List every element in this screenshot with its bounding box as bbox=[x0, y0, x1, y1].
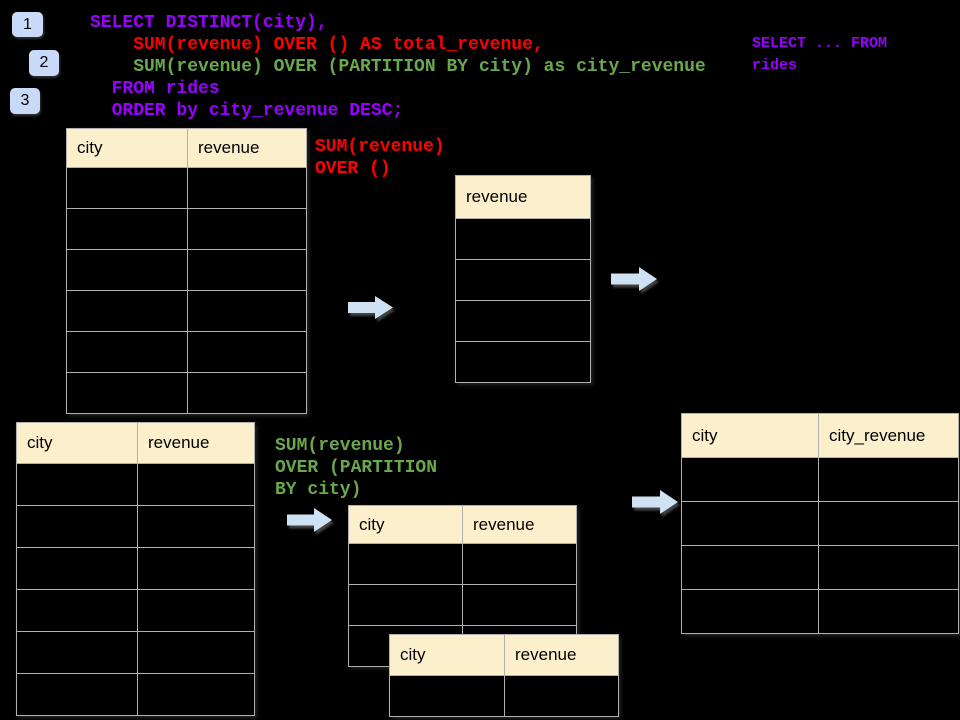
empty-cell bbox=[819, 458, 958, 501]
step-badge-3: 3 bbox=[10, 88, 40, 114]
empty-cell bbox=[67, 291, 187, 331]
arrow-partition-to-result-icon bbox=[632, 490, 678, 514]
annotation-sum-over-total: SUM(revenue)OVER () bbox=[315, 136, 445, 180]
sql-code-line: SUM(revenue) OVER () AS total_revenue, bbox=[90, 35, 544, 55]
text-line: SELECT ... FROM bbox=[752, 35, 888, 52]
empty-cell bbox=[138, 464, 254, 505]
arrow-source-to-total-icon bbox=[348, 296, 393, 319]
empty-cell bbox=[17, 548, 137, 589]
column-header: revenue bbox=[456, 176, 590, 218]
empty-cell bbox=[67, 332, 187, 372]
text-line: SUM(revenue) bbox=[275, 436, 405, 456]
empty-cell bbox=[456, 342, 590, 382]
empty-cell bbox=[682, 546, 818, 589]
empty-cell bbox=[138, 590, 254, 631]
sql-code-line: FROM rides bbox=[90, 79, 220, 99]
empty-cell bbox=[682, 458, 818, 501]
sql-code-block: SELECT DISTINCT(city), SUM(revenue) OVER… bbox=[90, 12, 706, 122]
empty-cell bbox=[138, 674, 254, 715]
empty-cell bbox=[456, 260, 590, 300]
text-line: OVER (PARTITION bbox=[275, 458, 438, 478]
column-header: city bbox=[682, 414, 818, 457]
column-header: city bbox=[17, 423, 137, 463]
empty-cell bbox=[188, 250, 306, 290]
empty-cell bbox=[67, 168, 187, 208]
empty-cell bbox=[682, 590, 818, 633]
column-header: city bbox=[390, 635, 504, 675]
empty-cell bbox=[349, 585, 462, 625]
column-header: revenue bbox=[505, 635, 618, 675]
sql-snippet-select-from-rides: SELECT ... FROM rides bbox=[752, 33, 887, 77]
empty-cell bbox=[67, 250, 187, 290]
arrow-total-output-icon bbox=[611, 267, 657, 291]
empty-cell bbox=[17, 464, 137, 505]
text-line: rides bbox=[752, 57, 798, 74]
empty-cell bbox=[349, 544, 462, 584]
column-header: revenue bbox=[463, 506, 576, 543]
empty-cell bbox=[67, 209, 187, 249]
empty-cell bbox=[463, 544, 576, 584]
table-total-revenue: revenue bbox=[455, 175, 591, 383]
empty-cell bbox=[17, 674, 137, 715]
step-badge-1: 1 bbox=[12, 12, 43, 37]
column-header: city bbox=[349, 506, 462, 543]
empty-cell bbox=[17, 632, 137, 673]
column-header: revenue bbox=[188, 129, 306, 167]
empty-cell bbox=[819, 502, 958, 545]
empty-cell bbox=[456, 301, 590, 341]
column-header: city_revenue bbox=[819, 414, 958, 457]
empty-cell bbox=[390, 676, 504, 716]
empty-cell bbox=[188, 291, 306, 331]
empty-cell bbox=[67, 373, 187, 413]
empty-cell bbox=[819, 590, 958, 633]
empty-cell bbox=[138, 506, 254, 547]
step-badge-2: 2 bbox=[29, 50, 59, 76]
text-line: SUM(revenue) bbox=[315, 137, 445, 157]
empty-cell bbox=[682, 502, 818, 545]
empty-cell bbox=[463, 585, 576, 625]
text-line: BY city) bbox=[275, 480, 362, 500]
empty-cell bbox=[138, 548, 254, 589]
arrow-source-to-partition-icon bbox=[287, 508, 332, 532]
empty-cell bbox=[138, 632, 254, 673]
empty-cell bbox=[819, 546, 958, 589]
empty-cell bbox=[188, 332, 306, 372]
column-header: revenue bbox=[138, 423, 254, 463]
empty-cell bbox=[188, 373, 306, 413]
sql-code-line: SUM(revenue) OVER (PARTITION BY city) as… bbox=[90, 57, 706, 77]
empty-cell bbox=[188, 209, 306, 249]
empty-cell bbox=[505, 676, 618, 716]
empty-cell bbox=[456, 219, 590, 259]
empty-cell bbox=[188, 168, 306, 208]
text-line: OVER () bbox=[315, 159, 391, 179]
empty-cell bbox=[17, 506, 137, 547]
sql-code-line: ORDER by city_revenue DESC; bbox=[90, 101, 404, 121]
empty-cell bbox=[17, 590, 137, 631]
column-header: city bbox=[67, 129, 187, 167]
sql-code-line: SELECT DISTINCT(city), bbox=[90, 13, 328, 33]
